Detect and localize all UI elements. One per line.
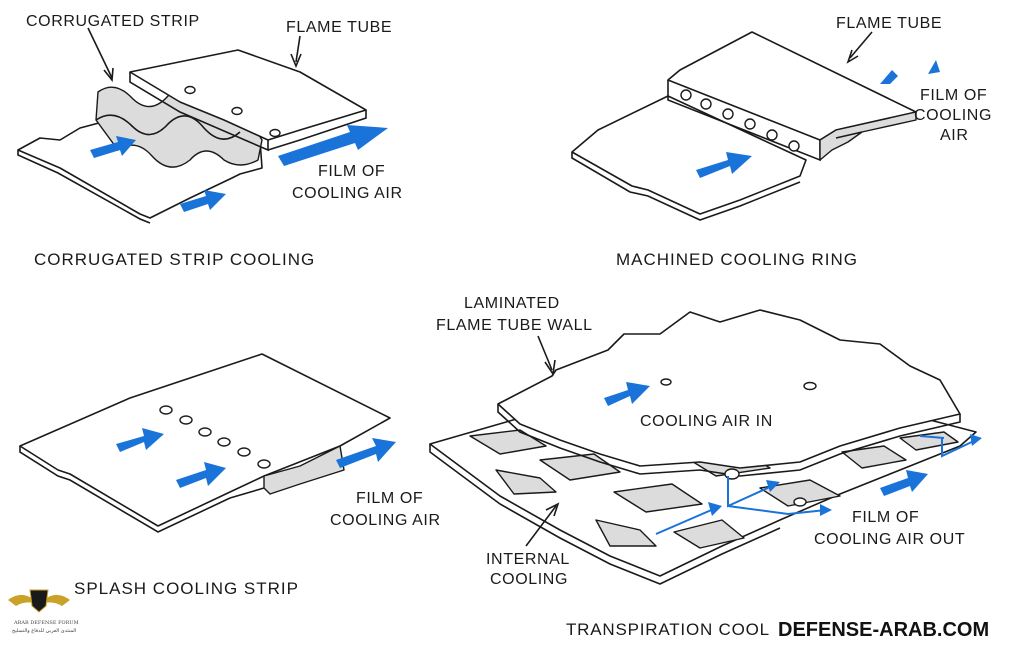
splash-strip-figure: FILM OF COOLING AIR SPLASH COOLING STRIP (19, 353, 441, 598)
leader-line (849, 31, 873, 59)
label-cooling-air: COOLING AIR (292, 185, 403, 202)
airflow-arrow (696, 152, 752, 178)
airflow-arrow (278, 125, 388, 166)
label-cooling-air-out: COOLING AIR OUT (814, 531, 965, 548)
caption-machined-cooling-ring: MACHINED COOLING RING (616, 250, 858, 269)
label-cooling-air-in: COOLING AIR IN (640, 413, 773, 430)
leader-line (525, 505, 557, 547)
label-cooling: COOLING (490, 571, 568, 588)
label-corrugated-strip: CORRUGATED STRIP (26, 13, 200, 30)
label-cooling: COOLING (914, 107, 992, 124)
label-film-of: FILM OF (318, 163, 385, 180)
logo-text-ar: المنتدى العربي للدفاع والتسليح (12, 628, 76, 634)
laminate-upper-layer (497, 309, 961, 469)
leader-line (87, 27, 113, 79)
airflow-arrow (928, 60, 940, 74)
airflow-arrow (176, 462, 226, 488)
watermark-text: DEFENSE-ARAB.COM (778, 619, 989, 641)
machined-ring-figure: FLAME TUBE FILM OF COOLING AIR MACHINED … (571, 15, 992, 269)
airflow-arrow (90, 136, 136, 158)
airflow-arrow (116, 428, 164, 452)
airflow-arrow (336, 438, 396, 468)
label-film-of: FILM OF (356, 490, 423, 507)
corrugated-strip (95, 86, 263, 168)
airflow-arrow (180, 190, 226, 212)
leader-line (537, 335, 553, 371)
forum-logo: ARAB DEFENSE FORUM المنتدى العربي للدفاع… (8, 589, 79, 634)
label-film-of: FILM OF (920, 87, 987, 104)
airflow-arrow (880, 70, 898, 84)
label-film-of: FILM OF (852, 509, 919, 526)
transpiration-figure: LAMINATED FLAME TUBE WALL COOLING AIR IN… (429, 295, 989, 641)
airflow-arrow (604, 382, 650, 406)
label-cooling-air: COOLING AIR (330, 512, 441, 529)
corrugated-strip-figure: CORRUGATED STRIP FLAME TUBE FILM OF COOL… (17, 13, 403, 269)
caption-splash-cooling-strip: SPLASH COOLING STRIP (74, 579, 299, 598)
leader-line (295, 35, 301, 63)
airflow-line (655, 507, 717, 535)
logo-text-en: ARAB DEFENSE FORUM (13, 620, 79, 626)
caption-transpiration-cooling: TRANSPIRATION COOL (566, 620, 770, 639)
label-flame-tube-wall: FLAME TUBE WALL (436, 317, 593, 334)
caption-corrugated-strip-cooling: CORRUGATED STRIP COOLING (34, 250, 315, 269)
splash-plate (19, 353, 391, 527)
label-flame-tube: FLAME TUBE (836, 15, 942, 32)
flame-tube-plate (129, 49, 367, 141)
label-air: AIR (940, 127, 968, 144)
label-internal: INTERNAL (486, 551, 570, 568)
shield-icon (29, 589, 49, 613)
label-laminated: LAMINATED (464, 295, 560, 312)
airflow-arrow (880, 470, 928, 496)
label-flame-tube: FLAME TUBE (286, 19, 392, 36)
